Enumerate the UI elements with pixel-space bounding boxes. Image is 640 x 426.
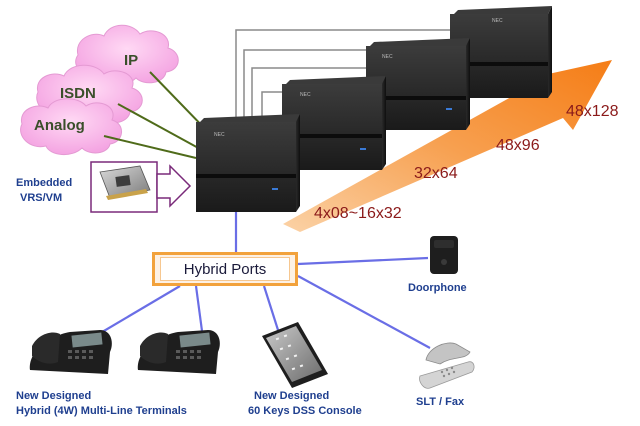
cloud-analog (20, 98, 122, 155)
slt-phone-device (419, 342, 475, 389)
cloud-analog-label: Analog (34, 117, 85, 134)
doorphone-label: Doorphone (408, 282, 467, 294)
terminals-label-line1: New Designed (16, 390, 91, 402)
dss-label-line2: 60 Keys DSS Console (248, 405, 362, 417)
embedded-arrow (156, 164, 192, 208)
multiline-terminal-1 (29, 330, 112, 374)
svg-text:NEC: NEC (492, 18, 503, 24)
dss-label-line1: New Designed (254, 390, 329, 402)
cloud-ip-label: IP (124, 52, 138, 69)
hybrid-ports-label: Hybrid Ports (160, 257, 290, 281)
capacity-label-3: 48x96 (496, 137, 540, 154)
svg-text:NEC: NEC (214, 132, 225, 138)
embedded-card-box (90, 161, 158, 213)
svg-text:NEC: NEC (300, 92, 311, 98)
embedded-label-line2: VRS/VM (20, 192, 62, 204)
unit-link-lines (235, 29, 455, 125)
hybrid-ports-box: Hybrid Ports (152, 252, 298, 286)
cloud-isdn-label: ISDN (60, 85, 96, 102)
svg-text:NEC: NEC (382, 54, 393, 60)
capacity-label-1: 4x08~16x32 (314, 205, 402, 222)
doorphone-device (430, 236, 458, 274)
multiline-terminal-2 (137, 330, 220, 374)
growth-arrow (283, 60, 612, 232)
embedded-label-line1: Embedded (16, 177, 72, 189)
dss-console-device (262, 322, 328, 388)
terminals-label-line2: Hybrid (4W) Multi-Line Terminals (16, 405, 187, 417)
slt-fax-label: SLT / Fax (416, 396, 465, 408)
pbx-unit-main: NEC (196, 114, 300, 212)
capacity-label-4: 48x128 (566, 103, 619, 120)
capacity-label-2: 32x64 (414, 165, 458, 182)
